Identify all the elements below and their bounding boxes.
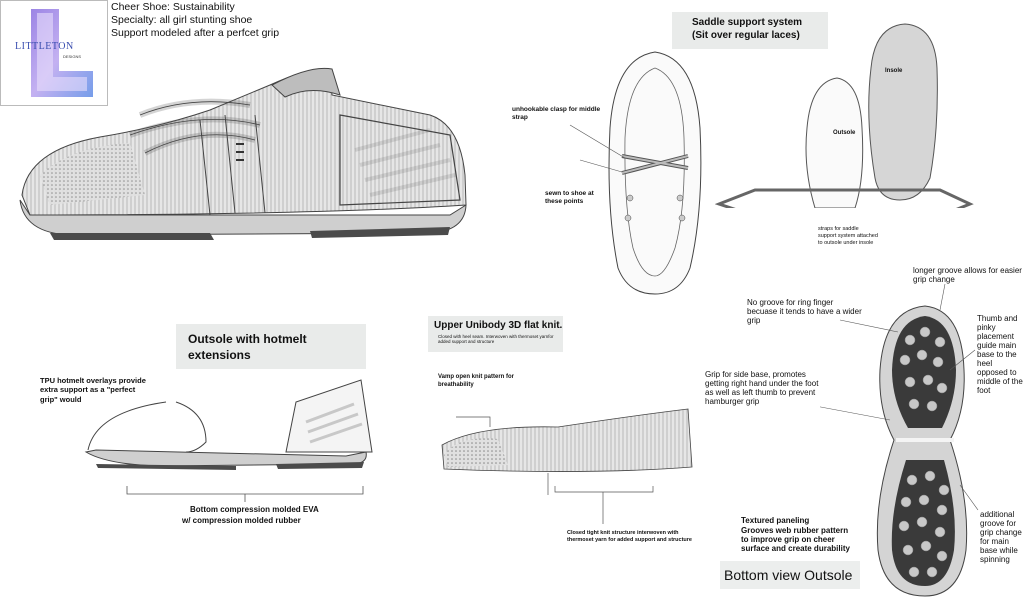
longer-groove-callout: longer groove allows for easier grip cha… xyxy=(913,266,1022,284)
outsole-title-1: Outsole with hotmelt xyxy=(188,332,307,346)
closed-knit-bracket xyxy=(554,486,654,524)
bottom-view-title: Bottom view Outsole xyxy=(724,567,853,583)
outsole-hotmelt-drawing xyxy=(84,379,373,470)
header-line-1: Cheer Shoe: Sustainability xyxy=(111,1,235,13)
clasp-callout: unhookable clasp for middle strap xyxy=(512,106,601,122)
additional-groove-callout: additional groove for grip change for ma… xyxy=(980,510,1022,564)
bottom-eva-label-1: Bottom compression molded EVA xyxy=(190,505,319,514)
upper-title-panel: Upper Unibody 3D flat knit. Closed with … xyxy=(428,316,563,352)
thumb-pinky-callout: Thumb and pinky placement guide main bas… xyxy=(977,314,1023,395)
header-line-3: Support modeled after a perfcet grip xyxy=(111,27,280,39)
header-block: Cheer Shoe: Sustainability Specialty: al… xyxy=(111,1,279,40)
bottom-view-title-panel: Bottom view Outsole xyxy=(720,561,860,589)
brand-logo: LITTLETON DESIGNS xyxy=(0,0,108,106)
bottom-callout-lines xyxy=(820,283,979,511)
bottom-outsole-drawing xyxy=(876,305,968,597)
bottom-eva-label-2: w/ compression molded rubber xyxy=(182,516,301,525)
upper-subtitle: Closed with heel seam. Interwoven with t… xyxy=(438,334,554,345)
logo-sub-text: DESIGNS xyxy=(63,54,82,59)
outsole-title-2: extensions xyxy=(188,348,251,362)
upper-title: Upper Unibody 3D flat knit. xyxy=(434,320,563,331)
upper-knit-drawing xyxy=(441,408,693,495)
outsole-bracket xyxy=(126,486,364,502)
logo-brand-text: LITTLETON xyxy=(15,41,74,52)
textured-title: Textured paneling xyxy=(741,516,810,525)
tpu-callout: TPU hotmelt overlays provide extra suppo… xyxy=(40,376,146,404)
insole-label: Insole xyxy=(885,68,903,74)
side-base-callout: Grip for side base, promotes getting rig… xyxy=(705,370,819,406)
no-groove-callout: No groove for ring finger becuase it ten… xyxy=(747,298,862,325)
vamp-callout: Vamp open knit pattern for breathability xyxy=(438,374,515,388)
textured-body: Grooves web rubber pattern to improve gr… xyxy=(741,526,850,553)
straps-callout: straps for saddle support system attache… xyxy=(818,226,878,246)
closed-knit-callout: Closed tight knit structure interwoven w… xyxy=(567,530,692,543)
logo-l-mark xyxy=(31,9,93,97)
saddle-title-1: Saddle support system xyxy=(692,17,803,28)
saddle-title-2: (Sit over regular laces) xyxy=(692,30,800,41)
insole-outsole-drawing xyxy=(715,23,974,208)
saddle-title-panel: Saddle support system (Sit over regular … xyxy=(672,12,828,49)
outsole-title-panel: Outsole with hotmelt extensions xyxy=(176,324,366,369)
shoe-side-view-drawing xyxy=(19,67,467,240)
outsole-label: Outsole xyxy=(833,130,856,136)
header-line-2: Specialty: all girl stunting shoe xyxy=(111,14,253,26)
saddle-top-view-drawing xyxy=(608,51,702,295)
saddle-callout-lines xyxy=(569,124,626,173)
sewn-callout: sewn to shoe at these points xyxy=(545,190,594,206)
